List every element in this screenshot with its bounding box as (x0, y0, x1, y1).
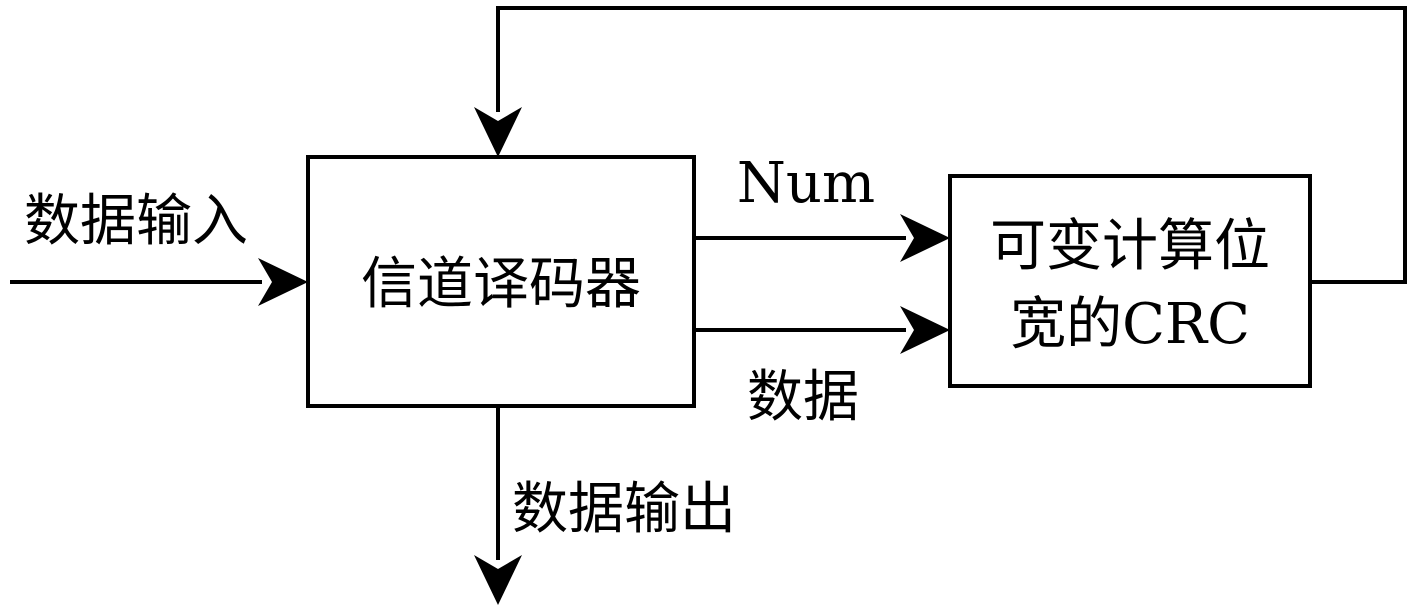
crc-label-line2: 宽的CRC (1010, 292, 1250, 357)
crc-label-line1: 可变计算位 (990, 214, 1270, 279)
num-arrow (694, 214, 950, 262)
data-label: 数据 (747, 365, 859, 430)
data-arrow (694, 306, 950, 354)
crc-box (948, 174, 1312, 388)
input-arrow (10, 258, 308, 306)
decoder-box (306, 155, 696, 408)
output-arrow (474, 406, 522, 605)
feedback-arrow (474, 6, 1407, 284)
num-label: Num (737, 151, 875, 216)
decoder-label: 信道译码器 (361, 252, 641, 317)
input-label: 数据输入 (24, 189, 248, 254)
output-label: 数据输出 (512, 477, 736, 542)
